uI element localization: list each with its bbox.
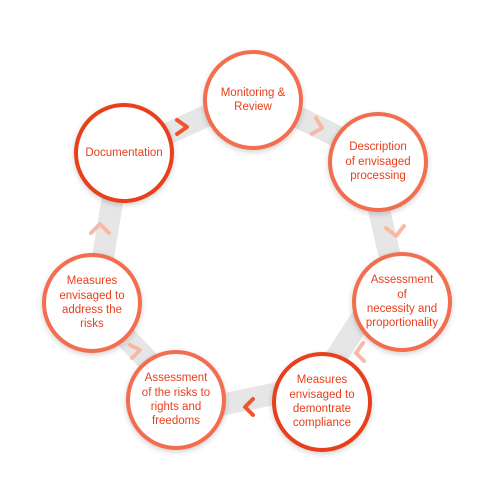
- chevron-arrow-icon: [89, 222, 111, 235]
- step-label: Assessment of the risks to rights and fr…: [141, 372, 211, 428]
- chevron-arrow-icon: [354, 341, 366, 363]
- step-label: Assessment of necessity and proportional…: [365, 274, 439, 330]
- chevron-arrow-icon: [128, 343, 142, 360]
- step-assessment-necessity: Assessment of necessity and proportional…: [352, 252, 452, 352]
- chevron-arrow-icon: [310, 116, 324, 136]
- step-assessment-risks: Assessment of the risks to rights and fr…: [126, 350, 226, 450]
- step-label: Measures envisaged to address the risks: [59, 275, 125, 331]
- step-label: Monitoring & Review: [220, 86, 286, 113]
- step-measures-compliance: Measures envisaged to demontrate complia…: [272, 352, 372, 452]
- chevron-arrow-icon: [384, 224, 406, 238]
- step-label: Description of envisaged processing: [345, 141, 411, 183]
- step-label: Measures envisaged to demontrate complia…: [289, 374, 355, 430]
- step-label: Documentation: [85, 146, 163, 159]
- step-monitoring-review: Monitoring & Review: [203, 50, 303, 150]
- step-description-processing: Description of envisaged processing: [328, 112, 428, 212]
- chevron-arrow-icon: [175, 118, 189, 136]
- step-documentation: Documentation: [74, 103, 174, 203]
- chevron-arrow-icon: [243, 397, 255, 417]
- step-measures-address-risks: Measures envisaged to address the risks: [42, 253, 142, 353]
